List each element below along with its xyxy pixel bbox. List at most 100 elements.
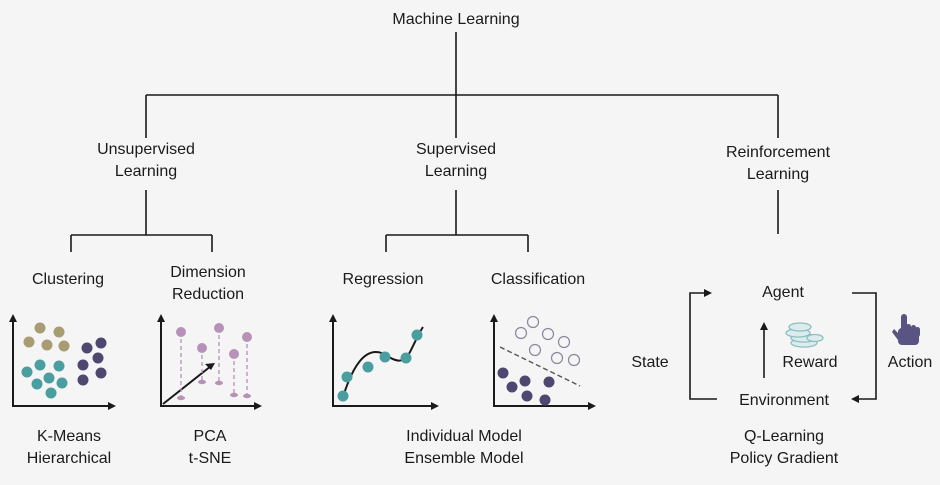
clustering-plot [9,314,116,410]
class-a-point [541,327,555,341]
class-b-point [506,381,518,393]
clustering-label: Clustering [31,271,105,288]
reinforcement-line1: Reinforcement [725,144,831,161]
cluster-point [77,359,89,371]
reinforcement-loop [689,292,877,400]
action-label: Action [887,354,933,371]
pca-axes [160,320,256,407]
regression-point [362,361,374,373]
reinforcement-title: Reinforcement Learning [726,142,830,186]
regression-point [400,352,412,364]
cluster-point [95,367,107,379]
method-tsne: t-SNE [188,450,232,467]
cluster-point [77,374,89,386]
clustering-axes [12,320,110,407]
cluster-point [41,339,53,351]
decision-boundary [499,346,581,387]
regression-axes [332,320,433,407]
method-ensemble-model: Ensemble Model [404,450,524,467]
projected-point [177,395,185,401]
dimension-reduction-label: Dimension Reduction [170,262,246,306]
unsupervised-connector [70,190,213,252]
cluster-point [31,378,43,390]
cluster-point [53,326,65,338]
cluster-point [95,337,107,349]
clustering-methods: K-Means Hierarchical [27,426,111,470]
class-b-point [519,375,531,387]
class-a-point [557,335,571,349]
data-point [229,349,239,359]
regression-point [379,351,391,363]
class-b-point [521,390,533,402]
class-b-point [543,376,555,388]
projected-point [230,392,238,398]
cluster-point [53,360,65,372]
state-arrow [689,292,717,400]
cluster-point [34,322,46,334]
supervised-line2: Learning [424,163,488,180]
data-point [197,343,207,353]
method-q-learning: Q-Learning [743,428,825,445]
dimension-reduction-line2: Reduction [171,286,245,303]
method-policy-gradient: Policy Gradient [729,450,839,467]
dimension-reduction-plot [157,314,262,410]
root-title: Machine Learning [392,11,520,28]
supervised-methods: Individual Model Ensemble Model [404,426,523,470]
dimension-reduction-line1: Dimension [170,264,246,281]
pointing-hand-icon [892,314,920,345]
state-label: State [631,354,669,371]
root-connector [145,32,779,138]
method-kmeans: K-Means [36,428,102,445]
classification-plot [490,314,596,410]
class-b-point [539,394,551,406]
class-a-point [514,326,528,340]
supervised-line1: Supervised [415,141,497,158]
cluster-point [58,340,70,352]
reinforcement-line2: Learning [746,166,810,183]
action-arrow [852,292,877,400]
agent-label: Agent [762,284,804,301]
method-individual-model: Individual Model [406,428,522,445]
supervised-connector [385,190,529,252]
cluster-point [23,336,35,348]
coins-icon [785,322,824,348]
data-point [214,323,224,333]
classification-label: Classification [490,271,586,288]
cluster-point [45,387,57,399]
unsupervised-title: Unsupervised Learning [97,139,195,183]
projected-point [215,380,223,386]
data-point [176,327,186,337]
reinforcement-methods: Q-Learning Policy Gradient [730,426,839,470]
unsupervised-line2: Learning [114,163,178,180]
cluster-point [81,342,93,354]
cluster-point [21,366,33,378]
class-a-point [528,343,542,357]
cluster-point [43,372,55,384]
reward-label: Reward [782,354,838,371]
class-a-point [567,353,581,367]
regression-point [411,329,423,341]
regression-point [337,390,349,402]
class-a-point [550,351,564,365]
method-hierarchical: Hierarchical [26,450,112,467]
regression-plot [329,314,439,410]
supervised-title: Supervised Learning [416,139,496,183]
cluster-point [56,377,68,389]
unsupervised-line1: Unsupervised [97,141,195,158]
projected-point [198,379,206,385]
cluster-point [92,352,104,364]
class-b-point [497,367,509,379]
data-point [242,332,252,342]
regression-label: Regression [342,271,424,288]
cluster-point [34,359,46,371]
dimension-reduction-methods: PCA t-SNE [189,426,232,470]
method-pca: PCA [193,428,227,445]
projected-point [243,393,251,399]
class-a-point [526,315,540,329]
environment-label: Environment [739,392,829,409]
regression-point [341,371,353,383]
classification-axes [493,320,590,407]
projection-arrow [162,365,212,405]
